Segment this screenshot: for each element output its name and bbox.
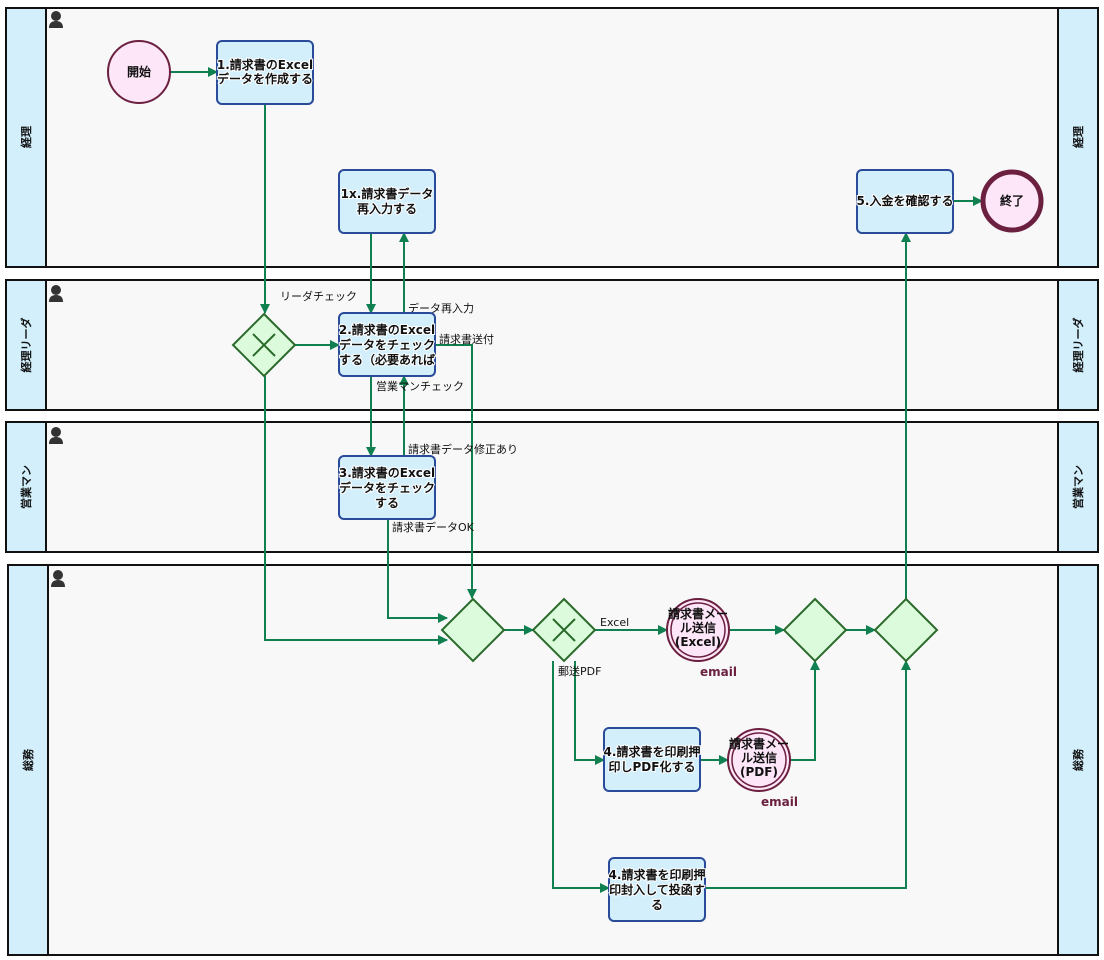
merge-gateway[interactable] (440, 597, 506, 663)
lane-label-right: 総務 (1071, 748, 1085, 771)
task-label: 1x.請求書データ (341, 186, 434, 201)
email-marker: email (761, 795, 798, 809)
lane-eigyoman: 営業マン 営業マン (5, 421, 1099, 553)
edge-xor-t4b (552, 661, 610, 893)
task-label: 4.請求書を印刷押 (604, 744, 701, 759)
task-label: 3.請求書のExcel (339, 465, 435, 480)
event-label: ル送信 (741, 750, 777, 765)
event-label: (Excel) (675, 635, 721, 649)
end-event[interactable]: 終了 (980, 169, 1044, 233)
edge-label: データ再入力 (408, 301, 474, 315)
edge-label: 請求書送付 (439, 332, 494, 346)
email-marker: email (700, 665, 737, 679)
email-event-excel[interactable]: 請求書メー ル送信 (Excel) email (666, 598, 737, 679)
lane-label-right: 経理リーダ (1071, 318, 1085, 373)
edge-email-pdf-gw3 (790, 660, 820, 761)
task-reinput[interactable]: 1x.請求書データ 再入力する (338, 169, 436, 234)
lane-label-right: 経理 (1071, 126, 1085, 148)
lane-keiri: 経理 経理 (5, 7, 1099, 268)
task-label: 1.請求書のExcel (217, 57, 313, 72)
exclusive-gateway-send-method[interactable] (531, 597, 597, 663)
edge-label: リーダチェック (280, 289, 357, 303)
task-label: データをチェック (339, 337, 435, 352)
task-print-pdf[interactable]: 4.請求書を印刷押 印しPDF化する (603, 727, 701, 792)
edge-label: 営業マンチェック (376, 379, 464, 393)
edges (170, 67, 983, 893)
edge-label: 請求書データOK (392, 520, 475, 534)
task-label: 4.請求書を印刷押 (609, 867, 706, 882)
event-label: ル送信 (680, 620, 716, 635)
end-label: 終了 (1000, 193, 1024, 208)
merge-gateway-email[interactable] (782, 597, 848, 663)
task-label: る (651, 898, 663, 912)
lane-label-left: 総務 (21, 748, 35, 771)
edge-xor-t4a (574, 661, 605, 765)
task-label: データをチェック (339, 480, 435, 495)
event-label: 請求書メー (729, 736, 789, 751)
edge-t2-merge (435, 344, 477, 599)
start-event[interactable]: 開始 (107, 40, 171, 104)
edge-gw-merge (264, 376, 448, 645)
lane-keiri-leader: 経理リーダ 経理リーダ (5, 279, 1099, 411)
edge-t3-merge (387, 519, 448, 623)
edge-label: 郵送PDF (558, 664, 601, 678)
task-leader-check[interactable]: 2.請求書のExcel データをチェック する（必要あれば (338, 312, 436, 377)
start-label: 開始 (127, 64, 151, 79)
task-create-excel[interactable]: 1.請求書のExcel データを作成する (216, 40, 314, 105)
email-event-pdf[interactable]: 請求書メー ル送信 (PDF) email (727, 728, 798, 809)
task-label: する (375, 496, 399, 510)
task-confirm-payment[interactable]: 5.入金を確認する (856, 169, 954, 234)
event-label: (PDF) (740, 765, 778, 779)
task-label: データを作成する (217, 71, 313, 86)
event-label: 請求書メー (668, 606, 728, 621)
task-label: 5.入金を確認する (857, 193, 954, 208)
edge-label: Excel (600, 616, 629, 629)
task-print-mail[interactable]: 4.請求書を印刷押 印封入して投函す る (608, 857, 706, 922)
merge-gateway-final[interactable] (873, 597, 939, 663)
lane-label-left: 経理 (19, 126, 33, 148)
lane-label-left: 営業マン (19, 465, 33, 509)
task-label: 再入力する (357, 201, 417, 216)
exclusive-gateway-leader[interactable] (231, 312, 297, 378)
task-label: 印封入して投函す (609, 882, 705, 897)
lane-label-right: 営業マン (1071, 465, 1085, 509)
edge-t4b-gw4 (705, 660, 911, 889)
edge-label: 請求書データ修正あり (408, 442, 518, 456)
task-label: 印しPDF化する (609, 759, 696, 774)
task-sales-check[interactable]: 3.請求書のExcel データをチェック する (338, 455, 436, 520)
task-label: 2.請求書のExcel (339, 322, 435, 337)
lane-label-left: 経理リーダ (19, 318, 33, 373)
task-label: する（必要あれば (339, 352, 435, 367)
